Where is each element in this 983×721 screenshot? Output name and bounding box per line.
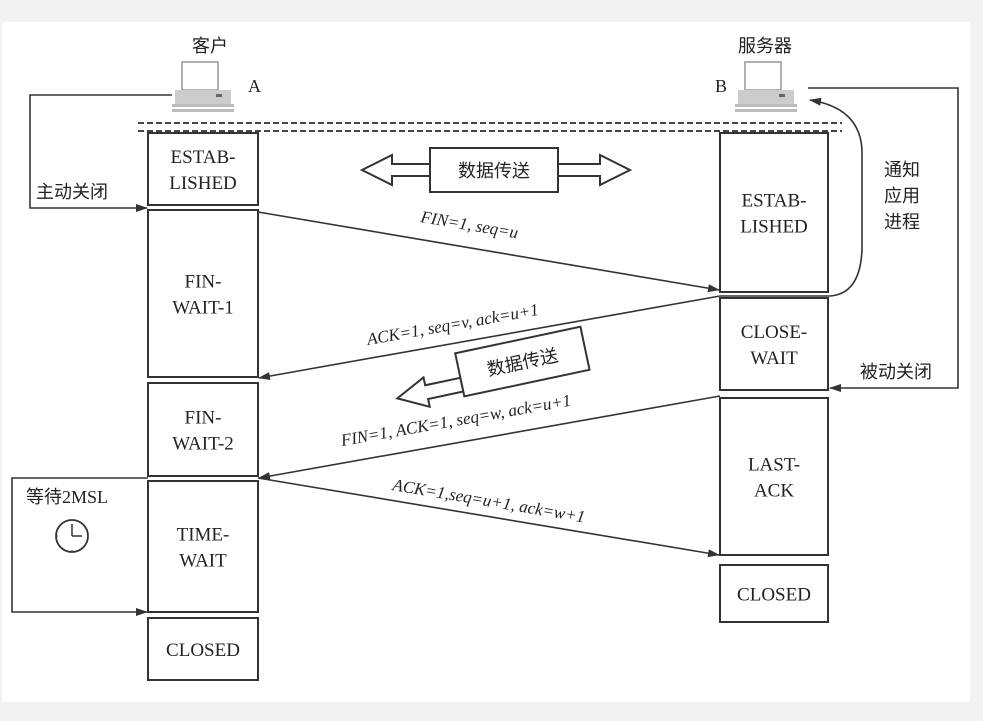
computer-icon	[735, 61, 797, 112]
state-label: WAIT	[750, 348, 798, 369]
message-label: ACK=1,seq=u+1, ack=w+1	[390, 475, 586, 526]
client-state-box: FIN- WAIT-1	[147, 209, 259, 378]
client-state-box: CLOSED	[147, 617, 259, 681]
state-label: WAIT-1	[172, 298, 234, 319]
notify-app-label: 通知	[884, 160, 920, 180]
fin-message-arrow	[257, 211, 720, 293]
server-state-box: CLOSE- WAIT	[719, 297, 829, 391]
client-state-box: TIME- WAIT	[147, 480, 259, 613]
state-label: FIN-	[185, 408, 222, 429]
client-title: 客户	[192, 36, 228, 56]
client-label: A	[248, 76, 261, 96]
server-state-box: ESTAB- LISHED	[719, 132, 829, 293]
passive-close-arrow	[808, 87, 959, 392]
state-label: ACK	[754, 481, 794, 502]
state-label: FIN-	[185, 272, 222, 293]
state-label: ESTAB-	[171, 147, 236, 168]
state-label: WAIT	[179, 551, 227, 572]
clock-icon	[55, 519, 89, 553]
server-label: B	[715, 76, 727, 96]
data-transfer-one-way-arrow: 数据传送	[395, 325, 591, 409]
ack-message-arrow	[258, 295, 721, 381]
state-label: WAIT-2	[172, 434, 234, 455]
wait-2msl-label: 等待2MSL	[26, 487, 108, 507]
final-ack-message-arrow	[257, 477, 720, 558]
state-label: LISHED	[740, 217, 808, 238]
active-close-arrow	[29, 94, 172, 212]
data-transfer-double-arrow: 数据传送	[359, 147, 633, 193]
state-label: TIME-	[177, 525, 230, 546]
notify-app-arrow	[720, 97, 863, 297]
notify-app-label: 进程	[884, 212, 920, 232]
passive-close-label: 被动关闭	[860, 362, 932, 382]
state-label: CLOSE-	[741, 322, 808, 343]
server-state-box: LAST- ACK	[719, 397, 829, 556]
state-label: CLOSED	[737, 585, 811, 606]
state-label: LAST-	[748, 455, 800, 476]
fin-ack-message-arrow	[258, 395, 721, 481]
message-label: FIN=1, seq=u	[418, 207, 519, 242]
computer-icon	[172, 61, 234, 112]
server-title: 服务器	[738, 36, 792, 56]
active-close-label: 主动关闭	[36, 182, 108, 202]
client-state-box: FIN- WAIT-2	[147, 382, 259, 477]
client-state-box: ESTAB- LISHED	[147, 132, 259, 206]
wait-2msl-arrow	[11, 477, 148, 616]
state-label: CLOSED	[166, 640, 240, 661]
notify-app-label: 应用	[884, 186, 920, 206]
state-label: LISHED	[169, 173, 237, 194]
data-transfer-label: 数据传送	[458, 161, 530, 181]
state-label: ESTAB-	[742, 191, 807, 212]
message-label: FIN=1, ACK=1, seq=w, ack=u+1	[338, 391, 572, 450]
server-state-box: CLOSED	[719, 564, 829, 623]
